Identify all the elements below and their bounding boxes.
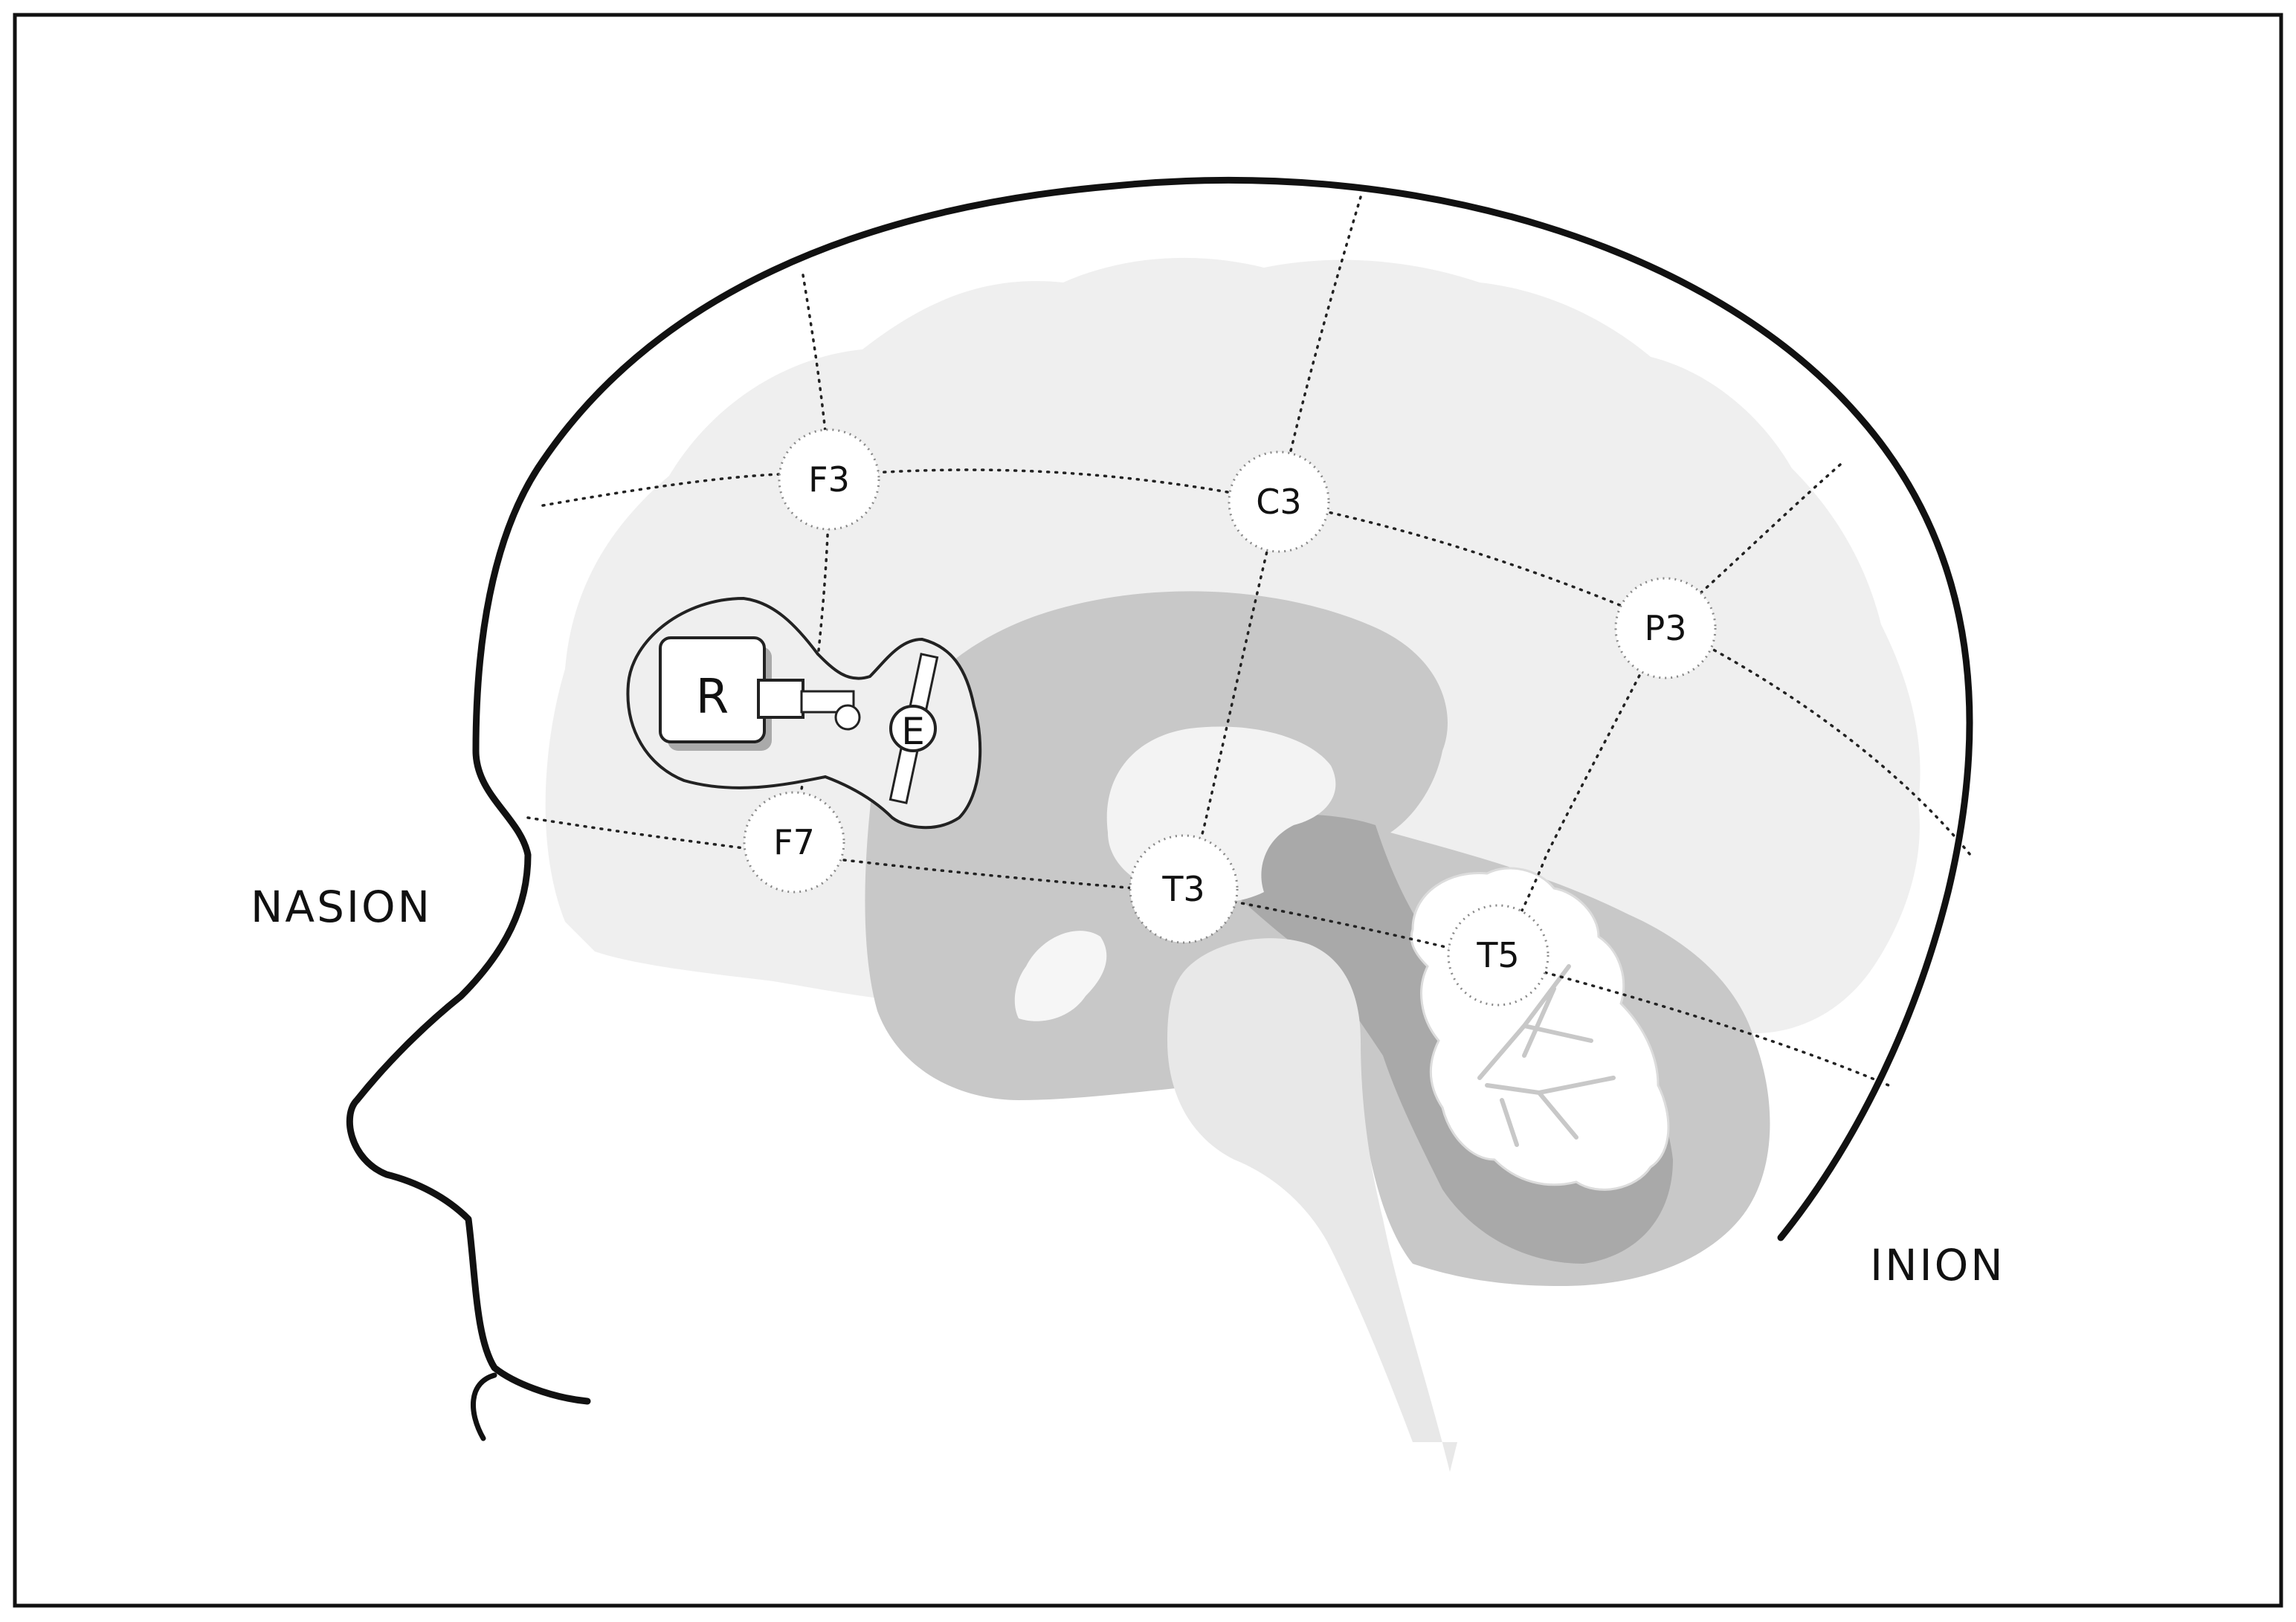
pituitary-area — [1014, 931, 1107, 1021]
nasion-label: NASION — [251, 882, 432, 932]
brainstem — [1167, 938, 1457, 1472]
lead-knob — [834, 704, 861, 731]
electrode-f7-label: F7 — [773, 822, 815, 862]
cerebellum-branches — [1477, 964, 1616, 1147]
electrode-f3: F3 — [778, 428, 880, 531]
electrode-t5-label: T5 — [1476, 935, 1519, 975]
electrode-label: E — [901, 710, 925, 753]
electrode-p3: P3 — [1614, 577, 1717, 679]
chin-curve — [471, 1372, 497, 1441]
head-outline — [346, 176, 1973, 1405]
electrode-t3-label: T3 — [1161, 869, 1205, 909]
inion-label: INION — [1870, 1240, 2005, 1290]
receiver-label: R — [696, 670, 729, 725]
receiver-neck — [757, 679, 804, 719]
electrode-c3-label: C3 — [1256, 482, 1301, 522]
guide-upper-arc — [541, 468, 1972, 856]
electrode-t3: T3 — [1129, 834, 1239, 944]
electrode-f3-label: F3 — [808, 459, 850, 500]
electrode-t5: T5 — [1447, 904, 1550, 1007]
stimulation-electrode — [889, 705, 937, 752]
electrode-p3-label: P3 — [1644, 608, 1686, 648]
electrode-f7: F7 — [743, 791, 845, 894]
guide-parietal — [1500, 463, 1842, 953]
implant-device: R E — [626, 596, 982, 830]
guide-frontal — [794, 274, 831, 841]
electrode-c3: C3 — [1228, 450, 1330, 553]
